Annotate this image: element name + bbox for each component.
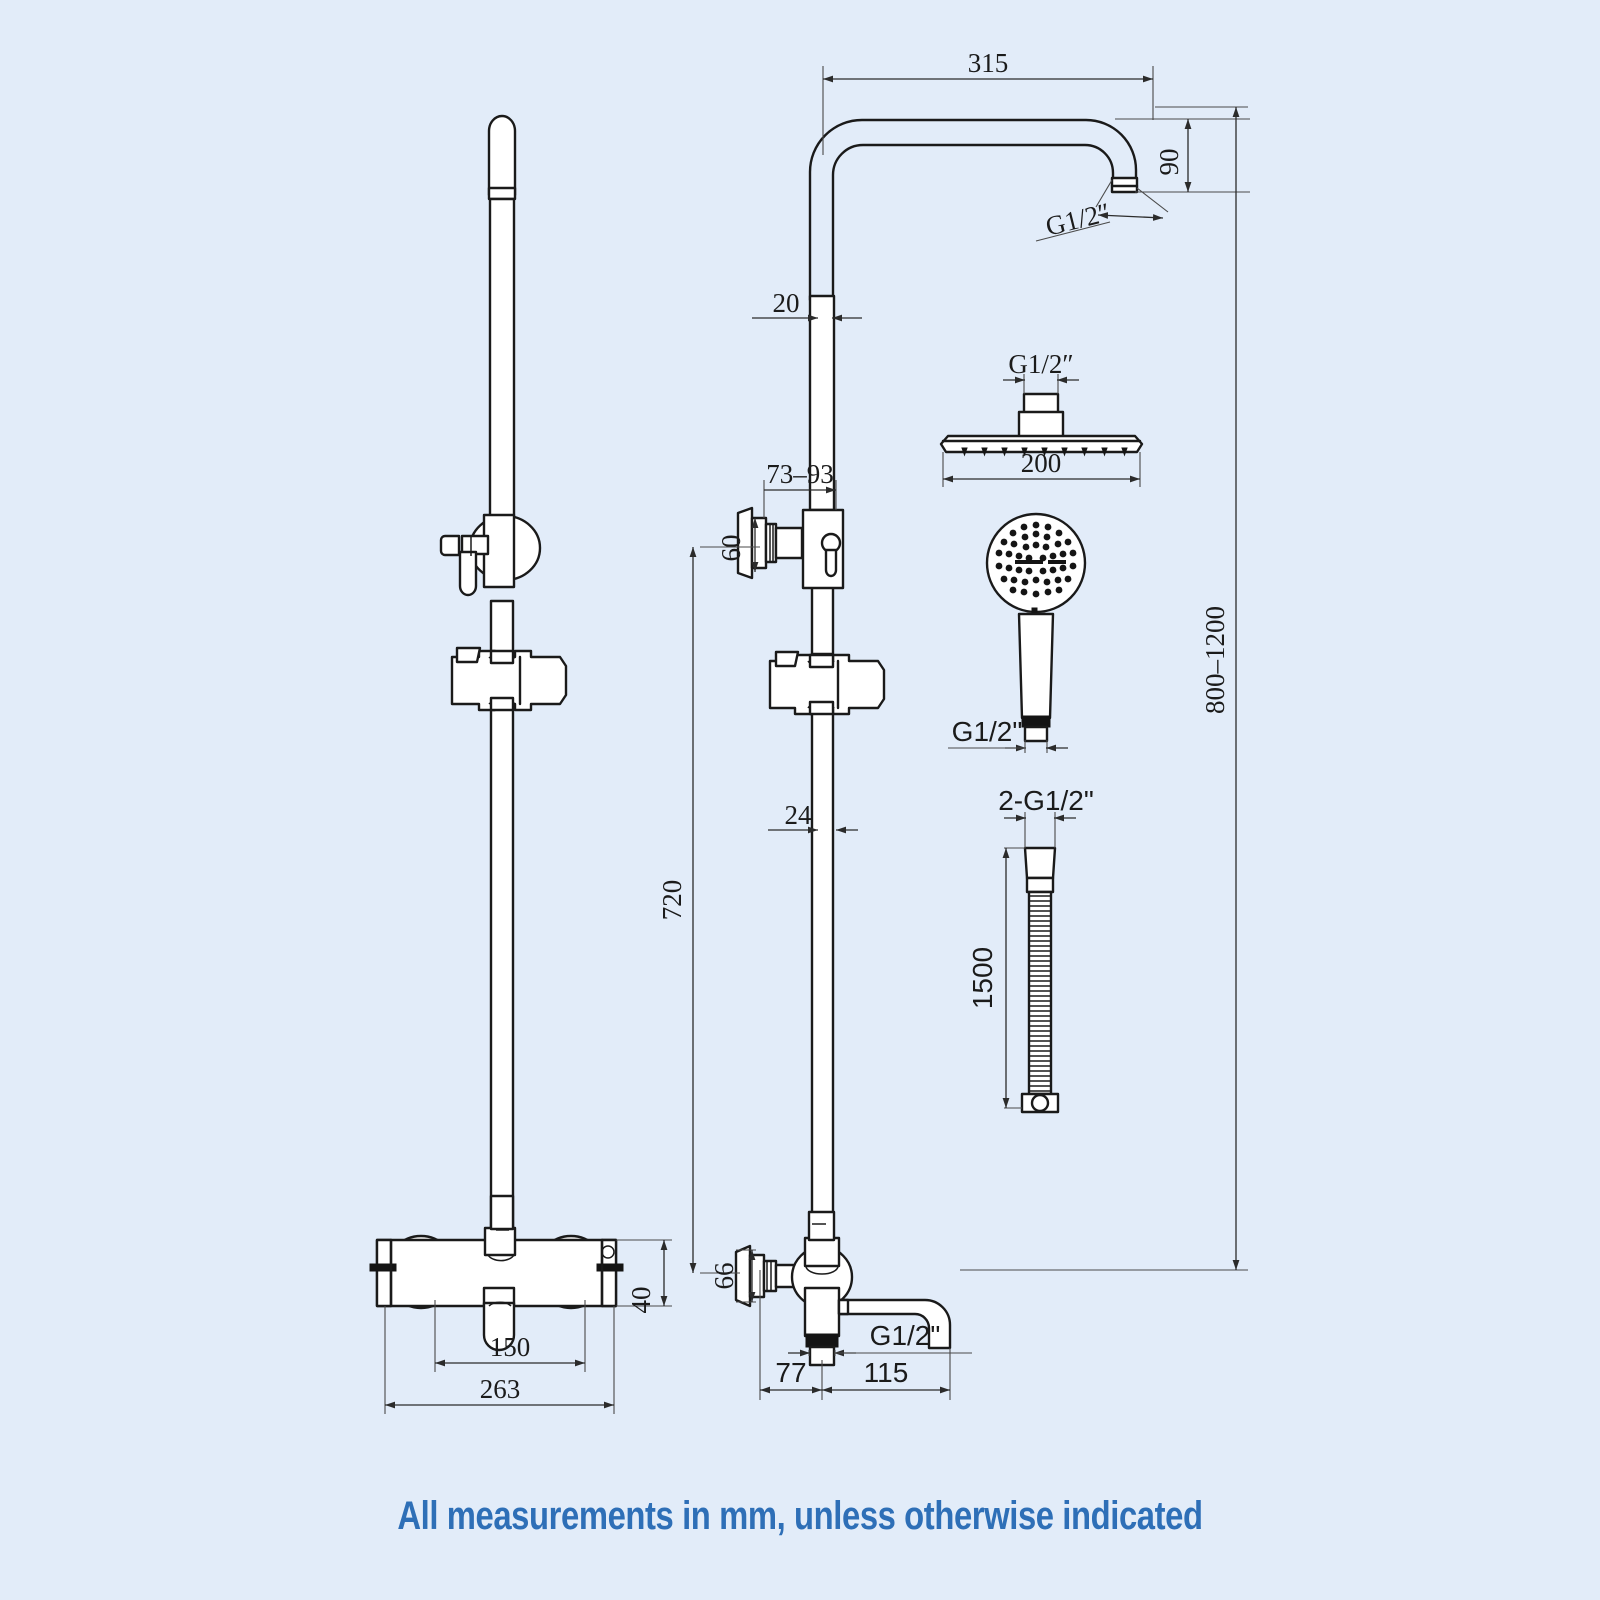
front-elevation-view: 263 150 40 (369, 114, 672, 1414)
shower-head-nozzles (961, 447, 1128, 457)
dim-label-1500: 1500 (967, 947, 998, 1009)
riser-diverter-front (439, 513, 542, 597)
shower-hose-view: 2-G1/2" 1500 (967, 785, 1094, 1114)
handset-dimension-g12: G1/2" (948, 716, 1068, 753)
dim-label-20: 20 (773, 288, 800, 318)
shower-arm-side (808, 118, 1139, 302)
bar-mixer-front (369, 1194, 624, 1352)
dim-label-66: 66 (709, 1263, 739, 1290)
side-dimension-720: 720 (657, 546, 760, 1274)
side-dimension-77-115: 77 115 G1/2" (759, 1270, 972, 1400)
front-dimension-40: 40 (616, 1239, 672, 1314)
side-dimension-60: 60 (716, 518, 759, 572)
side-dimension-20: 20 (752, 288, 862, 322)
handset-holder-front (450, 646, 568, 712)
front-dimension-150: 150 (434, 1300, 586, 1372)
overhead-shower-view: G1/2″ 200 (939, 349, 1144, 487)
handset-holder-side (768, 650, 886, 716)
head-dimension-200: 200 (942, 448, 1141, 487)
front-dimension-263: 263 (384, 1306, 615, 1414)
riser-pipe-side (808, 294, 836, 1228)
hose-dimension-2g12: 2-G1/2" (998, 785, 1094, 848)
side-elevation-view: 315 90 G1/2″ 20 73–93 (657, 48, 1250, 1400)
dim-label-g12-handset: G1/2" (952, 716, 1023, 747)
hose-coils (1029, 895, 1051, 1092)
wall-bracket-side (736, 506, 845, 590)
dim-label-g12-head: G1/2″ (1008, 349, 1073, 379)
side-dimension-800-1200: 800–1200 (960, 106, 1248, 1271)
dim-label-73-93: 73–93 (766, 459, 834, 489)
dim-label-g12-spout: G1/2" (870, 1320, 941, 1351)
dim-label-315: 315 (968, 48, 1009, 78)
side-dimension-90: 90 (1115, 118, 1250, 193)
head-dimension-g12: G1/2″ (1003, 349, 1079, 394)
dim-label-90: 90 (1154, 149, 1184, 176)
riser-rail-front (487, 114, 517, 1243)
dim-label-263: 263 (480, 1374, 521, 1404)
side-dimension-66: 66 (709, 1249, 756, 1303)
dim-label-40: 40 (626, 1287, 656, 1314)
dim-label-60: 60 (716, 535, 746, 562)
side-dimension-315: 315 (822, 48, 1154, 155)
hand-shower-view: G1/2" (948, 512, 1087, 753)
handset-spray-face (995, 521, 1077, 598)
dim-label-800-1200: 800–1200 (1200, 606, 1230, 714)
dim-label-2g12: 2-G1/2" (998, 785, 1094, 816)
dim-label-77: 77 (775, 1357, 806, 1388)
measurement-note-caption: All measurements in mm, unless otherwise… (397, 1494, 1203, 1538)
dim-label-720: 720 (657, 880, 687, 921)
dim-label-24: 24 (785, 800, 813, 830)
dim-label-115: 115 (864, 1357, 909, 1388)
hose-dimension-1500: 1500 (967, 847, 1025, 1109)
side-dimension-24: 24 (768, 800, 858, 834)
side-dimension-73-93: 73–93 (763, 459, 837, 518)
dim-label-200: 200 (1021, 448, 1062, 478)
dim-label-150: 150 (490, 1332, 531, 1362)
